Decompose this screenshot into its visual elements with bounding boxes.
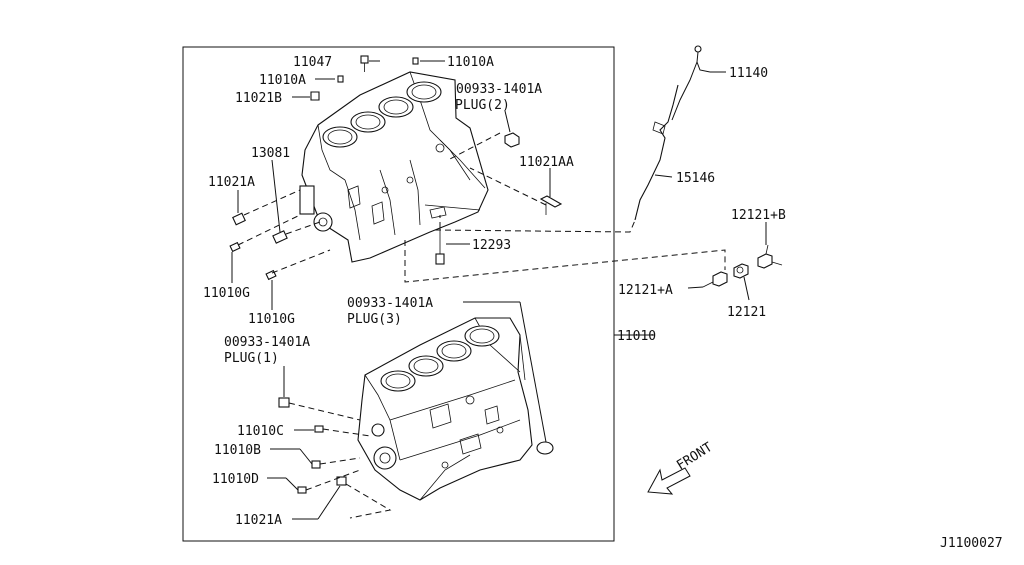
upper-cylinder-block — [299, 71, 489, 263]
label-00933-left: 00933-1401A — [224, 335, 310, 350]
oil-dipstick-11140 — [671, 45, 711, 121]
label-11021AA: 11021AA — [519, 155, 574, 170]
sensor-12121B — [757, 244, 783, 269]
part-labels: 11047 11010A 11010A 11021B 00933-1401A P… — [203, 55, 1003, 551]
label-11021A-top: 11021A — [208, 175, 255, 190]
bolt-11047 — [360, 55, 369, 72]
sensor-12121A — [702, 271, 728, 288]
plug-11010C — [314, 425, 324, 433]
label-11010G-2: 11010G — [248, 312, 295, 327]
plug-3 — [536, 441, 554, 455]
label-11021B: 11021B — [235, 91, 282, 106]
label-12293: 12293 — [472, 238, 511, 253]
label-11021A-bottom: 11021A — [235, 513, 282, 528]
label-11047: 11047 — [293, 55, 332, 70]
bolt-12293 — [435, 228, 445, 265]
label-11010C: 11010C — [237, 424, 284, 439]
plug-11010D — [297, 486, 307, 494]
plug-11010A-top — [412, 57, 419, 65]
label-11010A-top: 11010A — [447, 55, 494, 70]
label-11140: 11140 — [729, 66, 768, 81]
label-00933-top: 00933-1401A — [456, 82, 542, 97]
label-plug-3: PLUG(3) — [347, 312, 402, 327]
assembly-frame — [182, 46, 615, 542]
dipstick-tube-15146 — [634, 84, 679, 221]
front-direction-arrow: FRONT — [647, 440, 715, 495]
label-11010A-left: 11010A — [259, 73, 306, 88]
plug-11010G-1 — [229, 241, 241, 253]
dowel-11021A — [232, 212, 246, 226]
bolt-11021AA — [539, 195, 563, 215]
label-00933-mid: 00933-1401A — [347, 296, 433, 311]
label-15146: 15146 — [676, 171, 715, 186]
leader-lines — [231, 60, 767, 520]
label-11010D: 11010D — [212, 472, 259, 487]
label-plug-1: PLUG(1) — [224, 351, 279, 366]
dowel-11021A-bottom — [336, 476, 347, 486]
lower-cylinder-block — [357, 317, 533, 501]
label-12121B: 12121+B — [731, 208, 786, 223]
plug-2 — [504, 132, 520, 148]
sensor-12121 — [733, 263, 749, 279]
plug-11010B — [311, 460, 321, 469]
dashed-alignment-lines — [237, 132, 726, 519]
plug-11010A-left — [337, 75, 344, 83]
front-label: FRONT — [674, 440, 715, 474]
plug-11021B — [310, 91, 320, 101]
label-12121A: 12121+A — [618, 283, 673, 298]
diagram-code: J1100027 — [940, 536, 1003, 551]
dowel-13081 — [272, 230, 288, 244]
label-13081: 13081 — [251, 146, 290, 161]
plug-1 — [278, 397, 290, 408]
label-11010B: 11010B — [214, 443, 261, 458]
label-plug-2: PLUG(2) — [455, 98, 510, 113]
label-11010G-1: 11010G — [203, 286, 250, 301]
label-11010: 11010 — [617, 329, 656, 344]
label-12121: 12121 — [727, 305, 766, 320]
